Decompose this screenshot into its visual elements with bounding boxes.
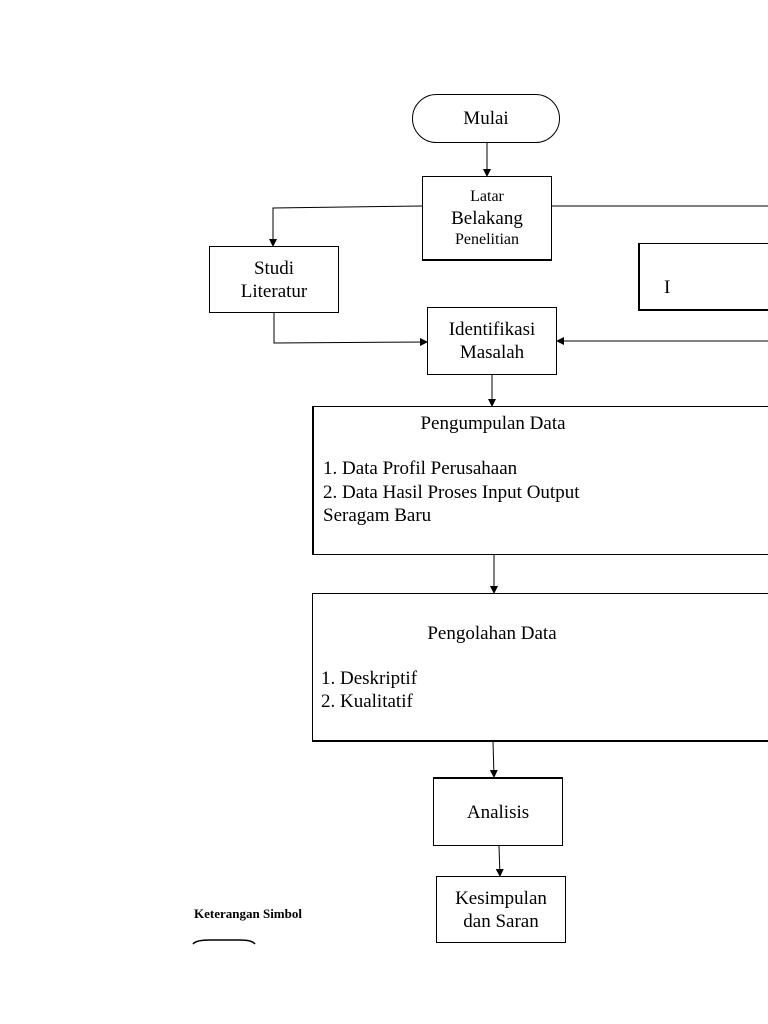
background-line-2: Belakang [451,207,523,229]
data-processing-box: Pengolahan Data 1. Deskriptif 2. Kualita… [312,593,768,742]
data-collection-item-1: 1. Data Profil Perusahaan [323,458,518,479]
background-line-3: Penelitian [455,230,519,248]
start-label: Mulai [463,108,509,129]
arrow-literature-to-identification [273,313,428,347]
conclusion-line-2: dan Saran [463,910,539,932]
literature-line-1: Studi [253,257,295,279]
literature-line-2: Literatur [240,280,308,302]
analysis-process-box: Analisis [433,777,563,846]
start-terminator: Mulai [412,94,560,143]
identification-process-box: Identifikasi Masalah [427,307,557,375]
identification-line-1: Identifikasi [448,319,536,340]
data-collection-item-2: 2. Data Hasil Proses Input Output [323,482,580,503]
data-processing-item-2: 2. Kualitatif [321,691,413,712]
right-partial-process-box: I [638,243,768,311]
right-partial-text: I [664,277,671,298]
legend-terminator-symbol [192,939,256,945]
literature-process-box: Studi Literatur [209,246,339,313]
data-processing-title: Pengolahan Data [427,623,557,644]
arrow-analysis-to-conclusion [495,845,504,877]
legend-title: Keterangan Simbol [194,906,302,921]
conclusion-line-1: Kesimpulan [455,887,547,909]
data-processing-item-1: 1. Deskriptif [321,668,418,689]
analysis-label: Analisis [466,801,530,823]
conclusion-process-box: Kesimpulan dan Saran [436,876,566,943]
data-collection-item-2-cont: Seragam Baru [323,505,432,526]
data-collection-title: Pengumpulan Data [420,413,566,434]
arrow-background-to-literature [269,205,423,247]
arrow-processing-to-analysis [489,740,498,778]
data-collection-box: Pengumpulan Data 1. Data Profil Perusaha… [312,406,768,555]
identification-line-2: Masalah [459,342,525,363]
background-process-box: Latar Belakang Penelitian [422,176,552,261]
background-line-1: Latar [470,187,504,205]
